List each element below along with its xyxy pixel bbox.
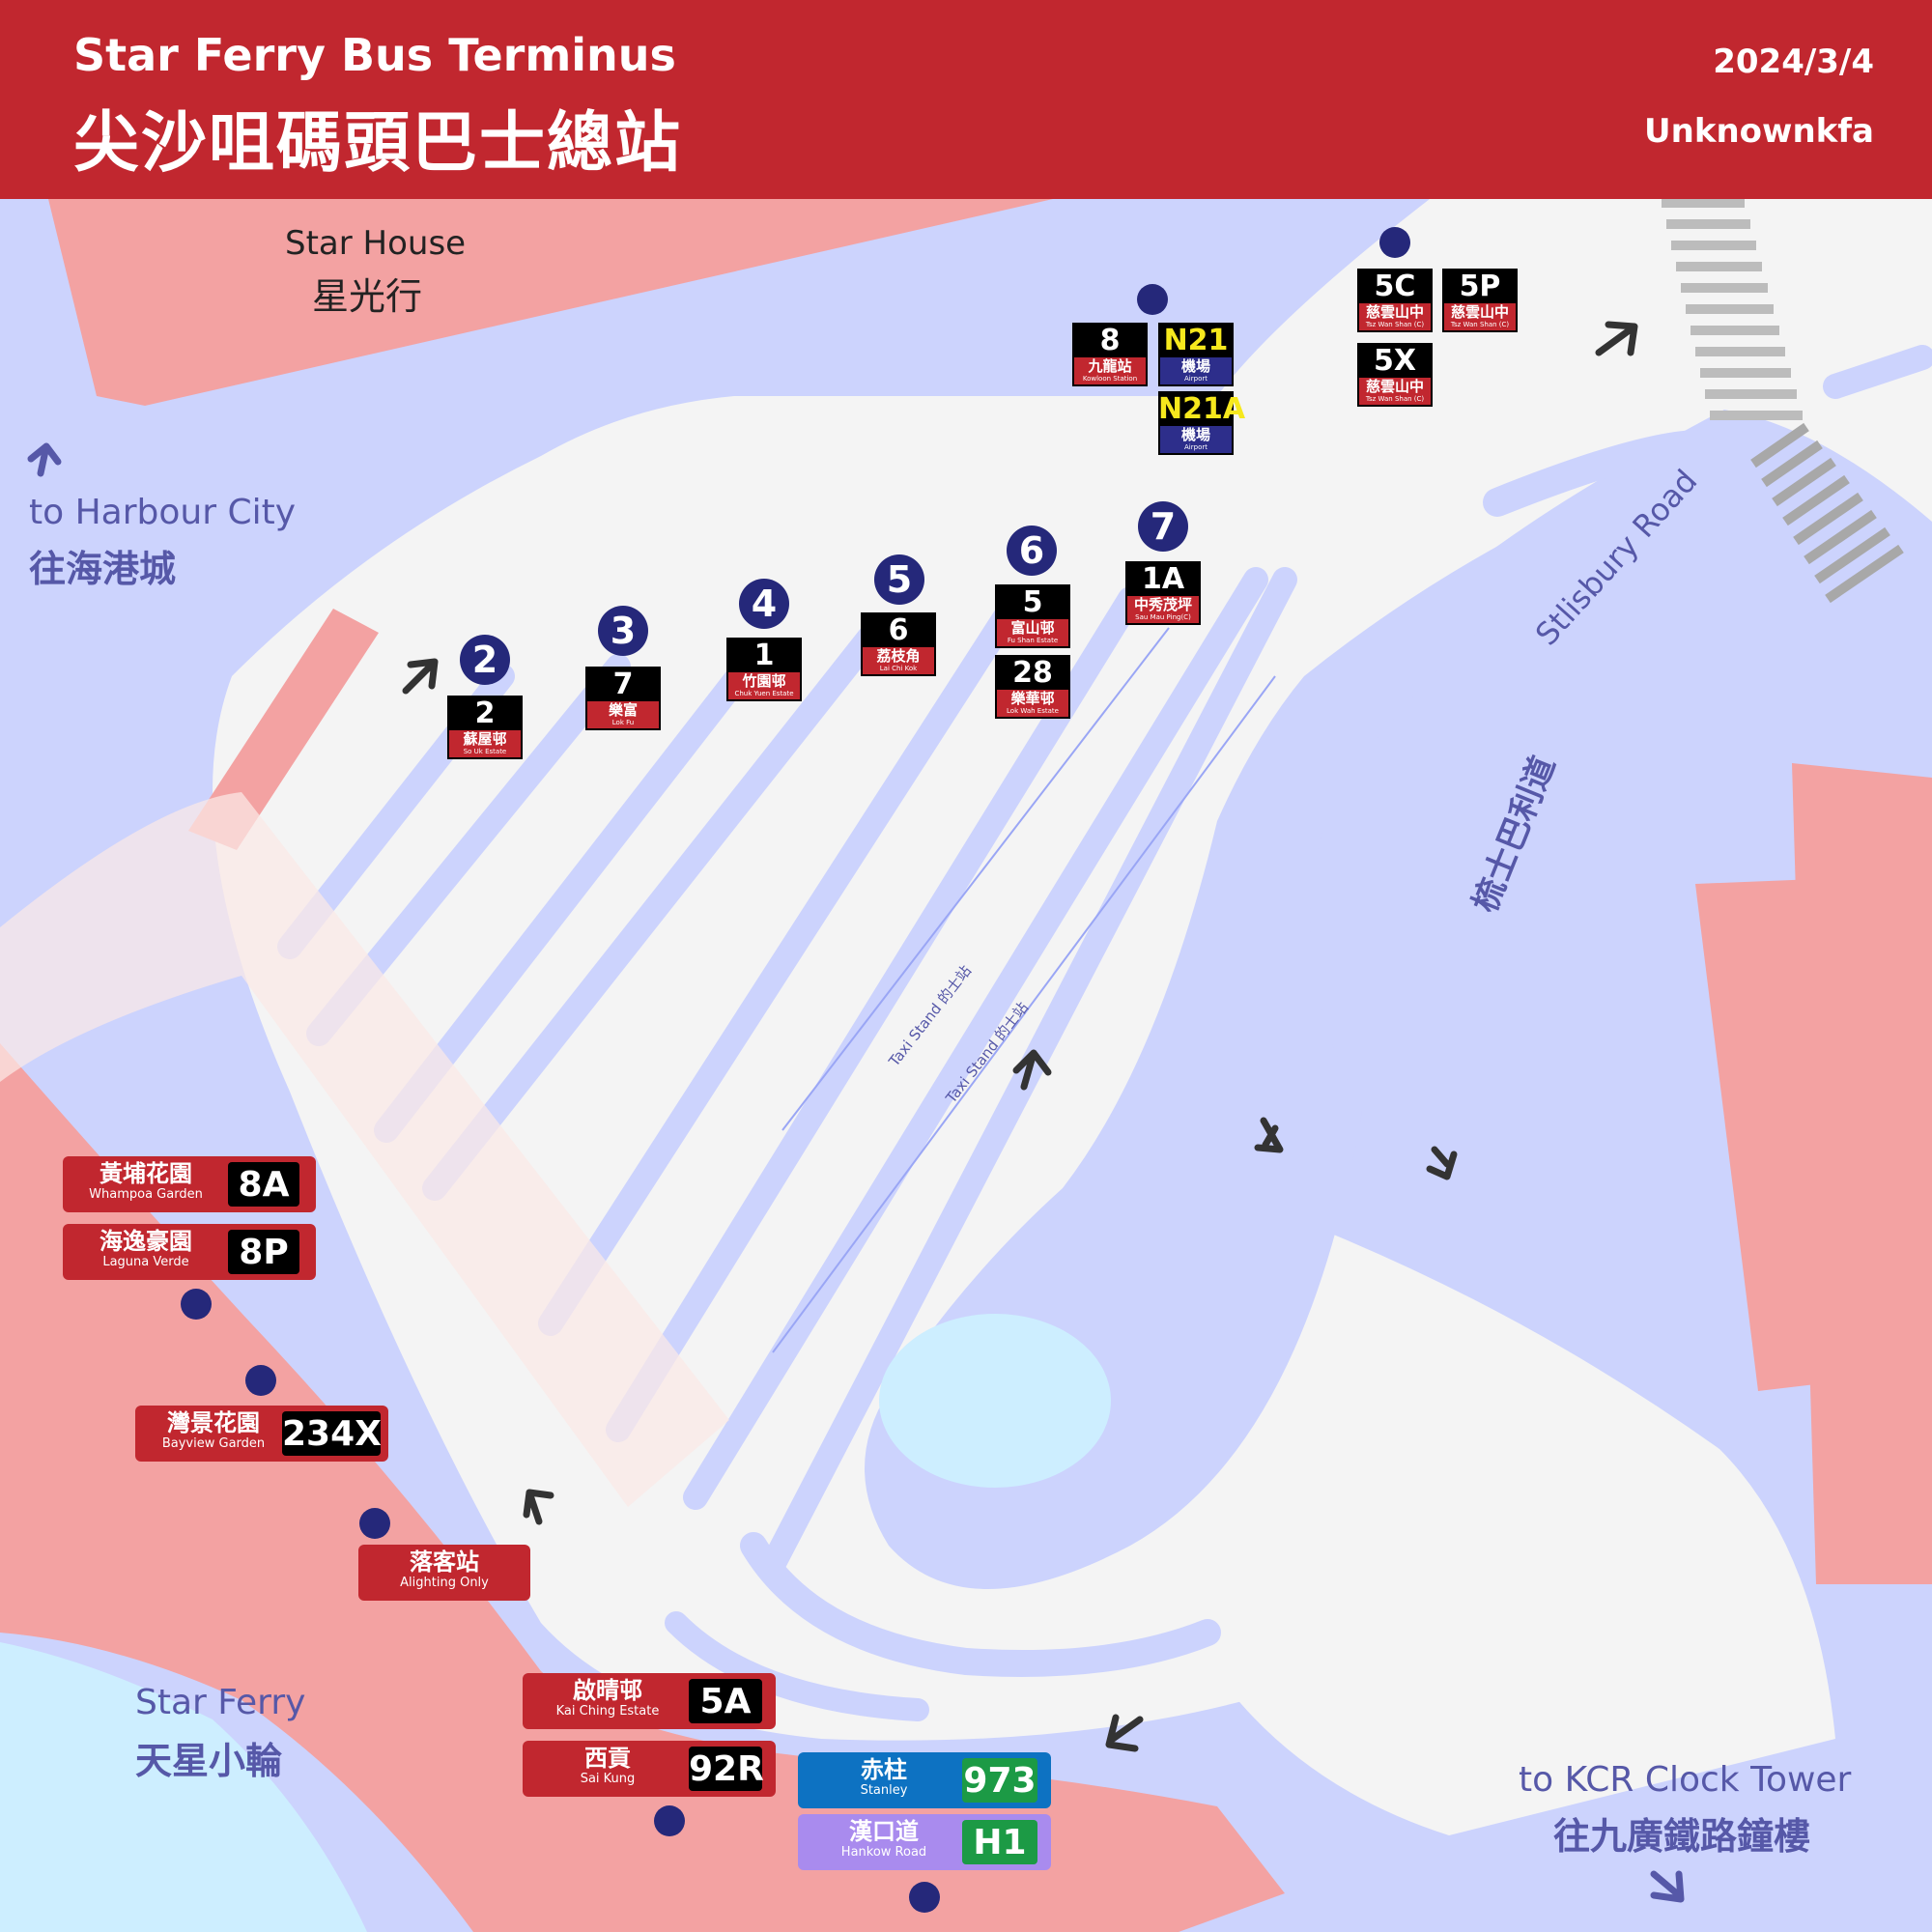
bus-stop-dot xyxy=(245,1365,276,1396)
route-number: N21A xyxy=(1158,392,1246,426)
bus-stop-dot xyxy=(1137,284,1168,315)
stand-5-marker[interactable]: 5 xyxy=(874,554,924,605)
kcr-label-en: to KCR Clock Tower xyxy=(1519,1760,1852,1800)
star-ferry-label-en: Star Ferry xyxy=(135,1683,306,1722)
route-number: 1A xyxy=(1141,562,1185,596)
route-number: 2 xyxy=(474,696,496,730)
stand-2-marker[interactable]: 2 xyxy=(460,635,510,685)
stand-4-marker[interactable]: 4 xyxy=(739,579,789,629)
map-author: Unknownkfa xyxy=(1644,112,1874,151)
bus-stop-dot xyxy=(1379,227,1410,258)
route-number: 8A xyxy=(228,1162,299,1207)
title-chinese: 尖沙咀碼頭巴士總站 xyxy=(73,105,683,182)
star-house-label-zh: 星光行 xyxy=(312,275,423,318)
star-house-label-en: Star House xyxy=(285,224,467,263)
route-number: 92R xyxy=(689,1747,764,1791)
map-date: 2024/3/4 xyxy=(1713,43,1874,81)
harbour-city-label-en: to Harbour City xyxy=(29,493,297,532)
route-number: 5 xyxy=(1022,585,1043,619)
kcr-label-zh: 往九廣鐵路鐘樓 xyxy=(1553,1815,1811,1858)
harbour-city-label-zh: 往海港城 xyxy=(29,548,177,590)
route-number: 5C xyxy=(1374,270,1416,303)
traffic-arrows xyxy=(27,321,1685,1903)
route-number: 1 xyxy=(753,639,775,672)
route-number: 7 xyxy=(612,668,634,701)
star-ferry-label-zh: 天星小輪 xyxy=(135,1740,283,1782)
route-number: 8 xyxy=(1099,324,1121,357)
bus-stop-dot xyxy=(909,1882,940,1913)
route-number: 8P xyxy=(228,1230,299,1274)
bus-stop-dot xyxy=(654,1805,685,1836)
route-number: 973 xyxy=(962,1758,1037,1803)
star-house-building xyxy=(48,199,1053,406)
route-number: 5X xyxy=(1373,344,1416,378)
route-number: N21 xyxy=(1163,324,1229,357)
route-number: 5P xyxy=(1459,270,1501,303)
route-number: 6 xyxy=(888,613,909,647)
bus-bays xyxy=(277,567,1297,1577)
stand-3-marker[interactable]: 3 xyxy=(598,606,648,656)
title-english: Star Ferry Bus Terminus xyxy=(73,29,676,81)
route-number: 234X xyxy=(282,1411,382,1456)
route-number: 5A xyxy=(689,1679,762,1723)
pond xyxy=(879,1314,1111,1488)
stand-6-marker[interactable]: 6 xyxy=(1007,526,1057,576)
header-bar: Star Ferry Bus Terminus 尖沙咀碼頭巴士總站 2024/3… xyxy=(0,0,1932,199)
building-right-2 xyxy=(1695,879,1840,1391)
ferry-pier xyxy=(0,1043,1285,1932)
route-number: 28 xyxy=(1012,656,1053,690)
bus-stop-dot xyxy=(359,1508,390,1539)
bus-stop-dot xyxy=(181,1289,212,1320)
route-number: H1 xyxy=(962,1820,1037,1864)
zebra-crossing xyxy=(1662,198,1803,420)
stand-7-marker[interactable]: 7 xyxy=(1138,501,1188,552)
